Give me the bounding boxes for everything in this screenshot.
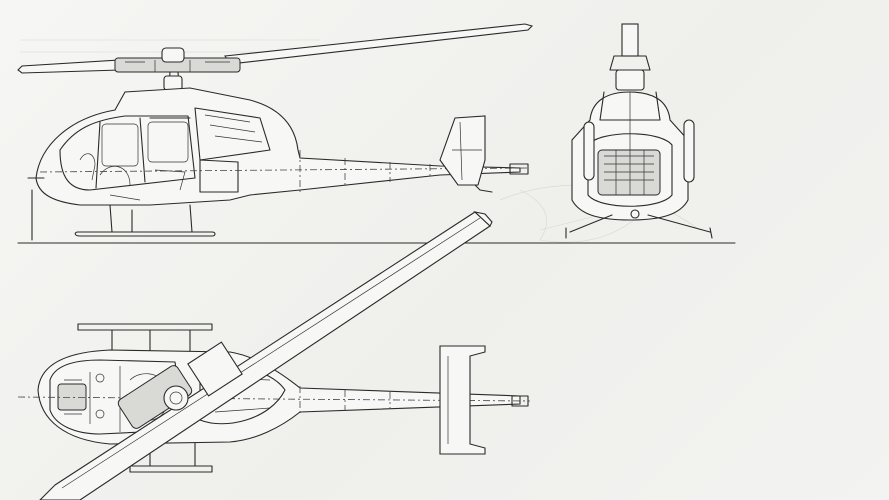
top-view: [17, 211, 531, 500]
side-fuselage: [35, 87, 521, 206]
top-horizontal-stabilizer: [439, 345, 486, 455]
side-canopy: [59, 115, 196, 191]
side-landing-skids: [74, 204, 216, 237]
side-view: [17, 23, 534, 241]
front-view: [565, 23, 713, 239]
paper-ghost-marks: [20, 39, 701, 243]
side-tail-fin: [439, 115, 486, 186]
top-main-rotor: [39, 211, 493, 500]
side-main-rotor: [17, 23, 534, 103]
front-landing-skids: [565, 209, 713, 239]
